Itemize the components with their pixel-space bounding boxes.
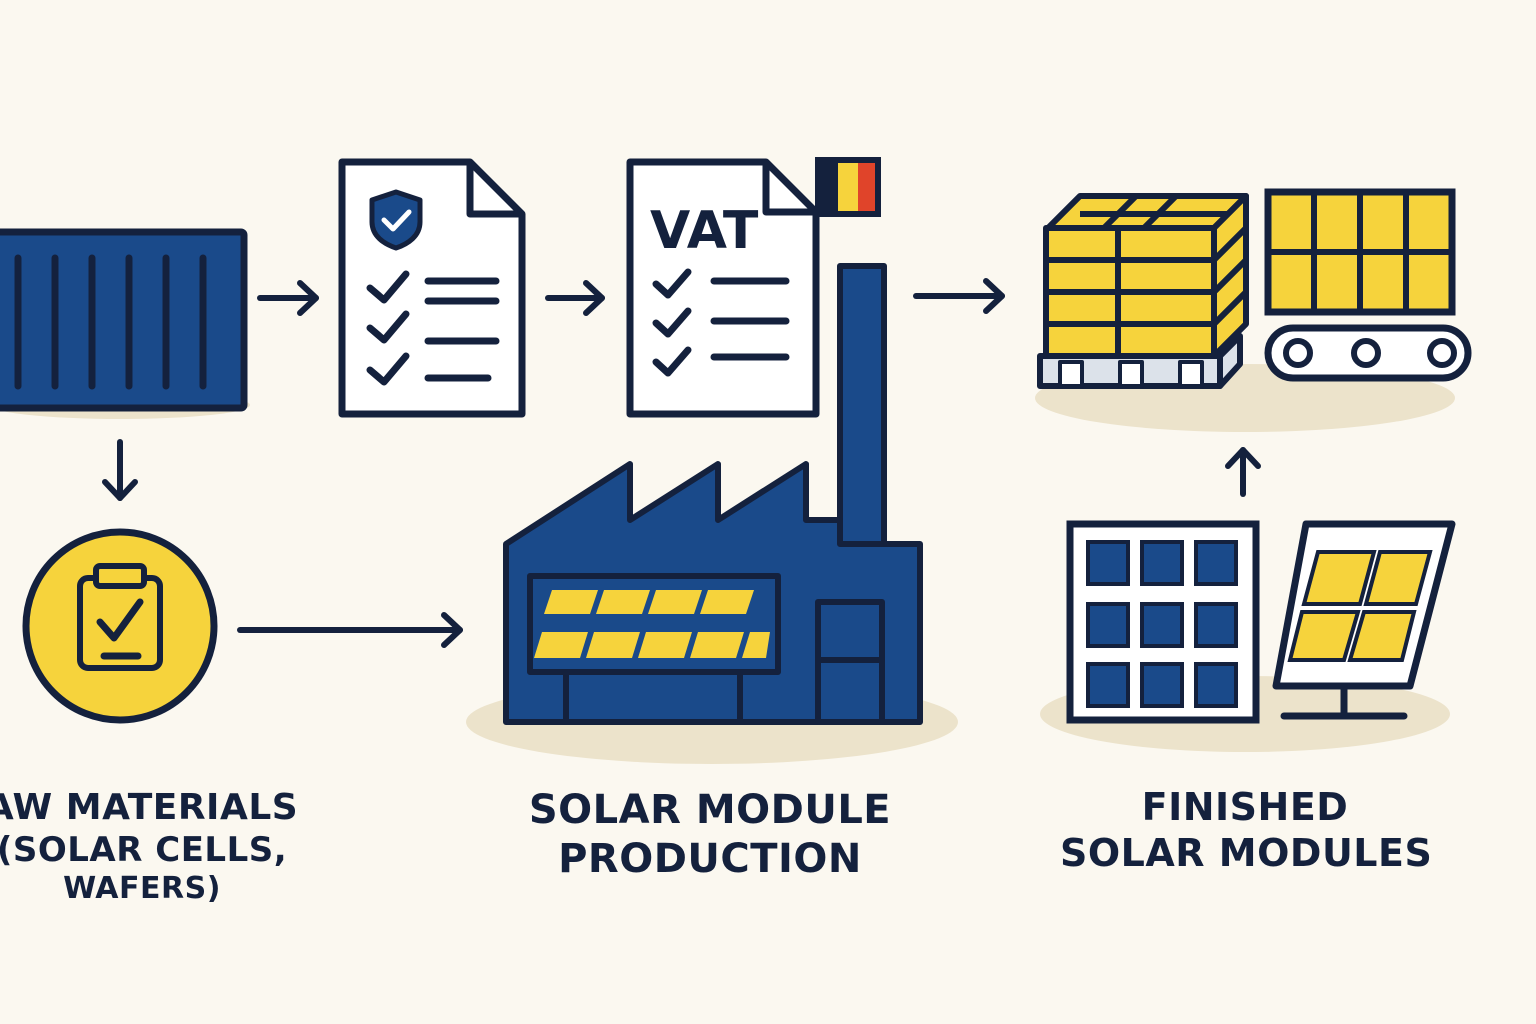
arrow-vat-to-pallet xyxy=(913,278,1005,314)
solar-panels-icon xyxy=(1066,520,1456,724)
shield-icon xyxy=(369,189,423,251)
caption-finished-line1: FINISHED xyxy=(1141,785,1349,829)
caption-raw-line2: (SOLAR CELLS, xyxy=(0,829,288,870)
clipboard-check-badge-icon xyxy=(22,528,218,724)
arrows xyxy=(102,278,1261,648)
caption-production-line2: PRODUCTION xyxy=(558,835,862,882)
solar-factory-icon xyxy=(503,263,923,725)
caption-production: SOLAR MODULE PRODUCTION xyxy=(520,786,900,884)
caption-raw-line3: WAFERS) xyxy=(63,871,221,907)
vat-document-icon: VAT xyxy=(626,158,820,418)
caption-production-line1: SOLAR MODULE xyxy=(528,787,892,833)
flag-icon xyxy=(815,157,881,217)
caption-raw-materials: AW MATERIALS (SOLAR CELLS, WAFERS) xyxy=(0,786,302,908)
caption-finished: FINISHED SOLAR MODULES xyxy=(1060,784,1433,877)
shipping-container-icon xyxy=(0,228,248,412)
vat-label: VAT xyxy=(650,201,759,261)
shield-checklist-document-icon xyxy=(338,158,526,418)
arrow-panels-to-pallet xyxy=(1225,447,1261,497)
arrow-materials-to-factory xyxy=(237,612,463,648)
arrow-checklist-to-vat xyxy=(545,280,605,316)
conveyor-cart-icon xyxy=(1264,188,1472,382)
arrow-container-to-checklist xyxy=(257,280,319,316)
pallet-stack-icon xyxy=(1037,193,1249,389)
caption-raw-line1: AW MATERIALS xyxy=(0,787,299,828)
caption-finished-line2: SOLAR MODULES xyxy=(1060,831,1433,876)
arrow-container-to-materials xyxy=(102,439,138,501)
